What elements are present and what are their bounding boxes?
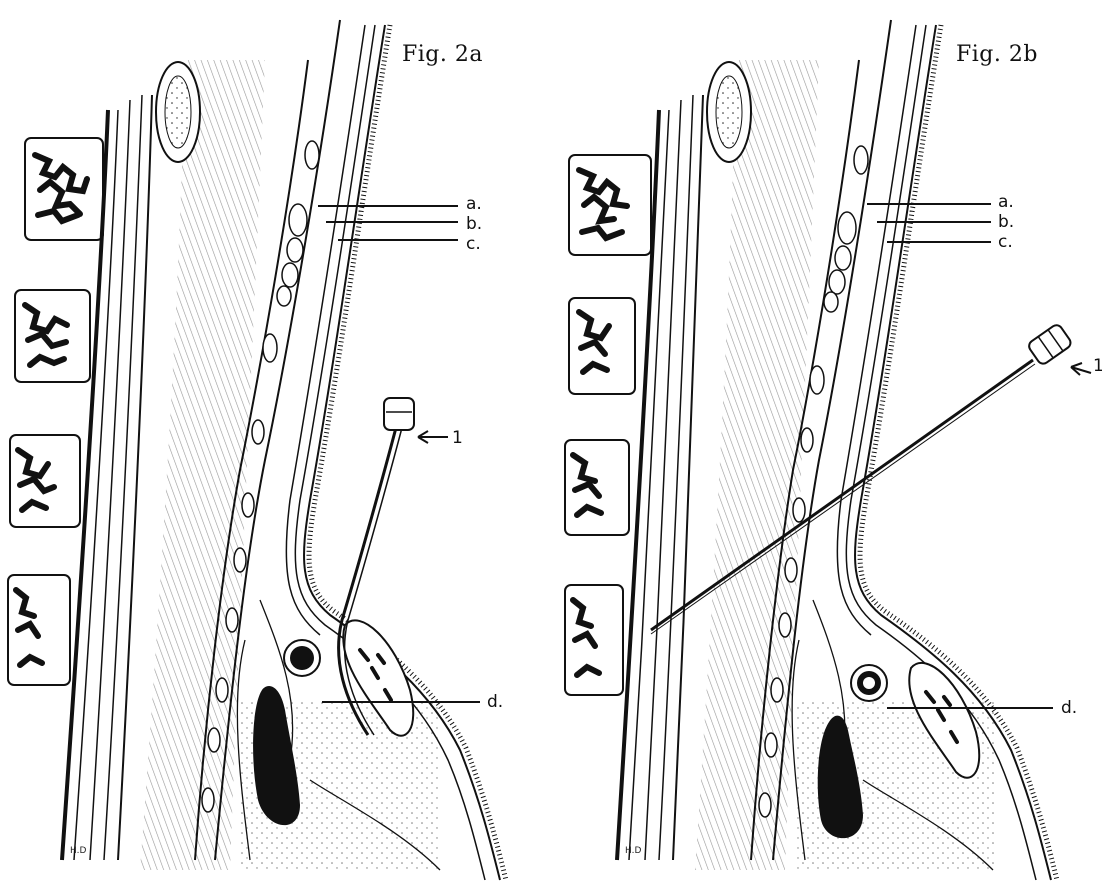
label-c: c.	[998, 232, 1013, 252]
figure-2b-drawing	[551, 0, 1102, 885]
leader-lines	[318, 206, 480, 702]
figure-2b: Fig. 2b a. b. c. d. 1 H.D	[551, 0, 1102, 885]
label-d: d.	[1061, 698, 1077, 718]
label-a: a.	[998, 192, 1014, 212]
vertebral-bodies	[8, 138, 103, 685]
leader-lines	[867, 204, 1091, 708]
figure-2a-drawing	[0, 0, 551, 885]
label-c: c.	[466, 234, 481, 254]
label-1: 1	[452, 428, 463, 448]
artist-initials: H.D	[625, 846, 641, 856]
label-b: b.	[998, 212, 1014, 232]
artist-initials: H.D	[70, 846, 86, 856]
figure-title: Fig. 2b	[956, 42, 1038, 67]
label-1: 1	[1093, 356, 1102, 376]
label-d: d.	[487, 692, 503, 712]
label-a: a.	[466, 194, 482, 214]
figure-2a: Fig. 2a a. b. c. d. 1 H.D	[0, 0, 551, 885]
label-b: b.	[466, 214, 482, 234]
figure-title: Fig. 2a	[402, 42, 483, 67]
vertebral-bodies	[565, 155, 651, 695]
